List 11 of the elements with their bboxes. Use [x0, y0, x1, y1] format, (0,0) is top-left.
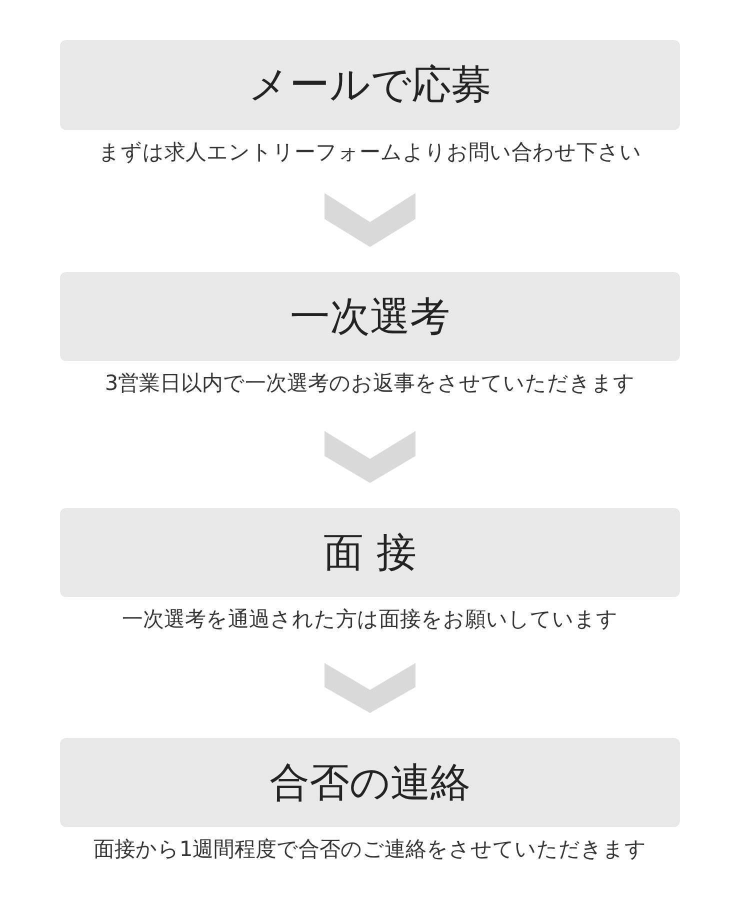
- chevron-arrow: [324, 663, 416, 713]
- step-description: 一次選考を通過された方は面接をお願いしています: [122, 606, 618, 632]
- step-description: まずは求人エントリーフォームよりお問い合わせ下さい: [98, 139, 642, 165]
- step-title: 面 接: [324, 528, 416, 576]
- chevron-arrow: [324, 193, 416, 247]
- step-title: メールで応募: [248, 61, 492, 109]
- step-title: 一次選考: [290, 292, 450, 340]
- step-description: 3営業日以内で一次選考のお返事をさせていただきます: [104, 370, 636, 396]
- chevron-arrow: [324, 431, 416, 483]
- step-title: 合否の連絡: [270, 758, 470, 806]
- step-description: 面接から1週間程度で合否のご連絡をさせていただきます: [93, 836, 647, 862]
